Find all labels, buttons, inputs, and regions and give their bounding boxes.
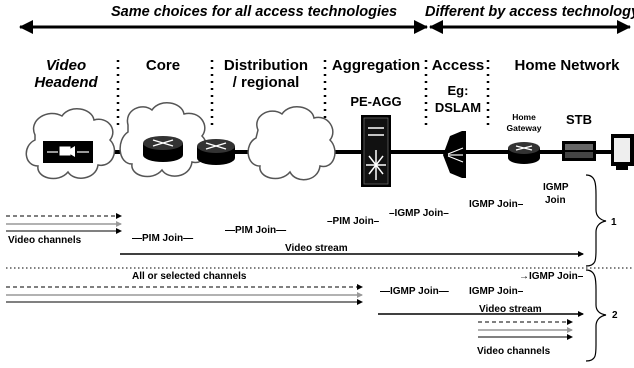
header-right-label: Different by access technology [425,4,634,20]
s2-igmp-join-stb: →IGMP Join– [519,271,584,282]
label-home: Home [512,112,536,122]
s1-label: 1 [611,217,617,228]
s2-label: 2 [612,310,618,321]
label-gateway: Gateway [507,123,542,133]
distribution-router-icon [197,139,235,165]
section-video-headend: Video [46,57,86,74]
dslam-icon [443,131,466,178]
home-gateway-icon [508,142,540,164]
s2-video-stream-label: Video stream [479,304,542,315]
section-aggregation: Aggregation [332,57,420,74]
s2-igmp-join-dslam: —IGMP Join— [380,286,449,297]
distribution-cloud [247,106,336,181]
section-core: Core [146,57,180,74]
pe-agg-switch-icon [361,115,391,187]
tv-icon [611,134,634,170]
s2-video-channels-label: Video channels [477,346,551,357]
s1-igmp-join-dslam: –IGMP Join– [389,208,449,219]
s1-igmp-join-stb: IGMP [543,182,569,193]
s1-igmp-join-stb-2: Join [545,195,566,206]
stb-icon [562,141,596,161]
s2-brace [585,269,607,362]
camera-glyph [47,146,89,157]
label-pe-agg: PE-AGG [350,94,401,109]
s2-igmp-join-hg: IGMP Join– [469,286,524,297]
s1-pim-join-core: —PIM Join— [132,233,193,244]
s1-pim-join-dist: —PIM Join— [225,225,286,236]
s1-igmp-join-hg: IGMP Join– [469,199,524,210]
header-left-label: Same choices for all access technologies [111,4,397,20]
s1-video-channels-label: Video channels [8,235,82,246]
s1-brace [585,174,607,267]
section-distribution-line2: / regional [233,74,300,91]
s2-all-channels-label: All or selected channels [132,271,247,282]
s1-video-stream-label: Video stream [285,243,348,254]
section-dividers [116,60,490,130]
core-router-icon [143,136,183,162]
section-video-headend-line2: Headend [34,74,98,91]
label-dslam: DSLAM [435,100,481,115]
section-distribution: Distribution [224,57,308,74]
s1-pim-join-agg: –PIM Join– [327,216,380,227]
label-eg: Eg: [448,83,469,98]
section-home-network: Home Network [514,57,620,74]
label-stb: STB [566,112,592,127]
section-access: Access [432,57,485,74]
